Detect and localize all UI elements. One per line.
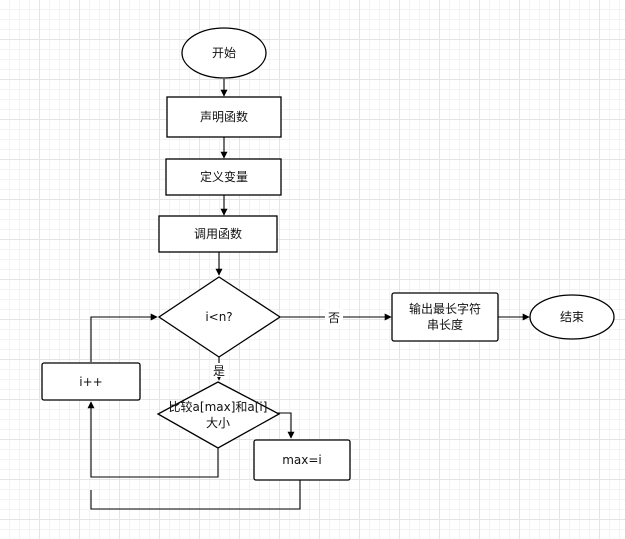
start-label: 开始 [212, 46, 236, 60]
assign-node[interactable]: max=i [253, 439, 351, 481]
output-length-label-line1: 输出最长字符 [409, 301, 481, 316]
compare-label-line1: 比较a[max]和a[i] [169, 399, 268, 414]
edge-compare-to-increment [87, 401, 219, 478]
edge-assign-to-increment [90, 480, 301, 510]
compare-label-line2: 大小 [206, 416, 230, 430]
start-node[interactable]: 开始 [181, 27, 267, 79]
condition-node[interactable]: i<n? [157, 276, 282, 358]
compare-node[interactable]: 比较a[max]和a[i] 大小 [156, 381, 281, 449]
declare-function-node[interactable]: 声明函数 [166, 96, 282, 138]
output-length-label-line2: 串长度 [427, 317, 463, 332]
call-function-node[interactable]: 调用函数 [158, 215, 278, 253]
increment-label: i++ [79, 375, 102, 389]
edge-increment-to-condition [90, 313, 158, 362]
end-node[interactable]: 结束 [529, 294, 615, 340]
edge-label-no: 否 [328, 311, 340, 325]
define-variables-node[interactable]: 定义变量 [165, 158, 282, 196]
assign-label: max=i [282, 453, 322, 467]
declare-function-label: 声明函数 [200, 109, 248, 124]
output-length-node[interactable]: 输出最长字符 串长度 [391, 292, 499, 342]
condition-label: i<n? [205, 310, 232, 324]
define-variables-label: 定义变量 [200, 169, 248, 184]
call-function-label: 调用函数 [194, 226, 242, 241]
increment-node[interactable]: i++ [41, 362, 141, 401]
edge-label-yes: 是 [213, 364, 225, 378]
end-label: 结束 [560, 310, 584, 324]
